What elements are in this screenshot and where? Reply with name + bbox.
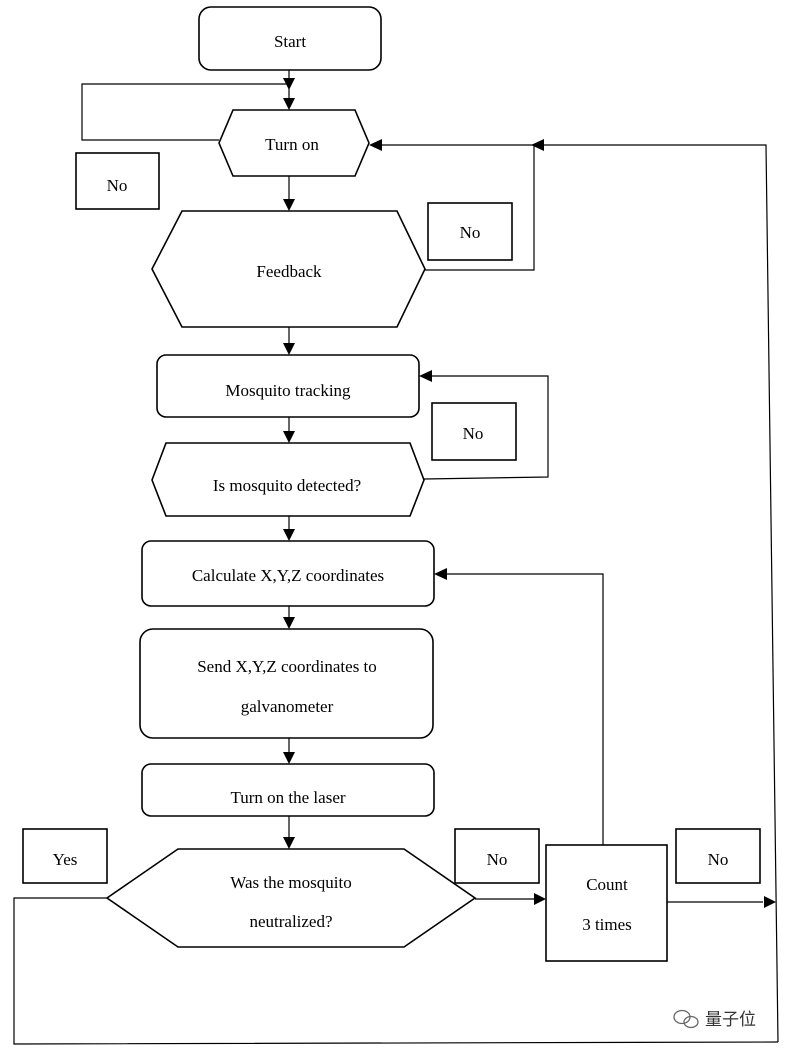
node-mosquito-tracking: Mosquito tracking [156, 354, 420, 418]
watermark-text: 量子位 [705, 1010, 756, 1030]
connector-yes-loop [13, 897, 779, 1045]
node-count: Count 3 times [545, 844, 668, 962]
arrowhead-into-tracking [419, 370, 432, 382]
arrowheads [283, 78, 776, 908]
label-no-detected-text: No [463, 424, 484, 443]
arrowhead-feedback-tracking [283, 343, 295, 355]
label-no-neutralized: No [454, 828, 540, 884]
node-neutralized: Was the mosquito neutralized? [105, 848, 477, 948]
connectors [13, 70, 779, 1045]
node-start-label: Start [274, 32, 306, 51]
wechat-icon [673, 1009, 699, 1029]
arrowhead-turnon-feedback [283, 199, 295, 211]
label-no-count-text: No [708, 850, 729, 869]
connector-feedback-no-loop [382, 144, 535, 271]
node-count-label-line1: Count [586, 875, 628, 894]
node-calculate: Calculate X,Y,Z coordinates [141, 540, 435, 607]
connector-count-loop [446, 573, 604, 845]
node-mosquito-tracking-label: Mosquito tracking [225, 381, 351, 400]
arrowhead-start-turnon [283, 98, 295, 110]
arrowhead-into-rail [764, 896, 776, 908]
node-start: Start [198, 6, 382, 71]
label-no-feedback: No [427, 202, 513, 261]
node-is-detected-label: Is mosquito detected? [213, 476, 361, 495]
arrowhead-detected-calculate [283, 529, 295, 541]
node-calculate-label: Calculate X,Y,Z coordinates [192, 566, 384, 585]
label-no-count: No [675, 828, 761, 884]
node-neutralized-label-line1: Was the mosquito [230, 873, 351, 892]
arrowhead-tracking-detected [283, 431, 295, 443]
arrowhead-send-laser [283, 752, 295, 764]
node-neutralized-label-line2: neutralized? [249, 912, 332, 931]
label-yes-text: Yes [53, 850, 78, 869]
label-no-turn-on-text: No [107, 176, 128, 195]
arrowhead-calculate-send [283, 617, 295, 629]
label-no-neutralized-text: No [487, 850, 508, 869]
node-feedback: Feedback [151, 210, 426, 328]
node-count-label-line2: 3 times [582, 915, 632, 934]
connector-detected-no-loop [423, 375, 549, 480]
connector-turnon-no-loop [81, 83, 289, 141]
node-send-label-line1: Send X,Y,Z coordinates to [197, 657, 377, 676]
node-feedback-label: Feedback [256, 262, 322, 281]
arrowhead-rail-merge [531, 139, 544, 151]
label-yes-neutralized: Yes [22, 828, 108, 884]
label-no-feedback-text: No [460, 223, 481, 242]
arrowhead-into-turnon [369, 139, 382, 151]
node-laser-label: Turn on the laser [230, 788, 345, 807]
arrowhead-top-merge [283, 78, 295, 90]
node-turn-on-laser: Turn on the laser [141, 763, 435, 817]
label-no-turn-on: No [75, 152, 160, 210]
node-turn-on-label: Turn on [265, 135, 319, 154]
node-send-label-line2: galvanometer [241, 697, 334, 716]
node-send-coordinates: Send X,Y,Z coordinates to galvanometer [139, 628, 434, 739]
node-turn-on: Turn on [218, 109, 370, 177]
arrowhead-into-calculate [434, 568, 447, 580]
connector-right-rail [543, 144, 779, 1043]
arrowhead-into-count [534, 893, 546, 905]
arrowhead-laser-neutralized [283, 837, 295, 849]
watermark: 量子位 [673, 1009, 756, 1030]
label-no-detected: No [431, 402, 517, 461]
node-is-detected: Is mosquito detected? [151, 442, 425, 517]
